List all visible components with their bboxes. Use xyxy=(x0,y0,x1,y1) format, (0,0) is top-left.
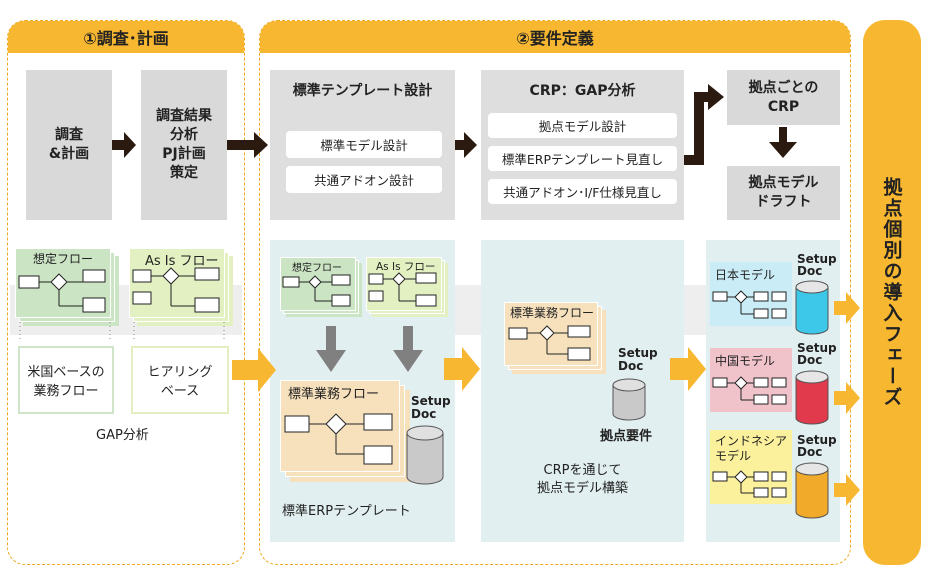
phase2-doc-band-2 xyxy=(684,285,706,335)
template-design-title: 標準テンプレート設計 xyxy=(292,83,433,99)
dotted-connectors xyxy=(19,322,225,342)
crp-gap-title: CRP：GAP分析 xyxy=(529,83,636,99)
arrow-elbow-icon xyxy=(684,84,724,165)
mini-doc-asis-title: As Is フロー xyxy=(376,261,436,273)
flow-mini-icon xyxy=(132,267,220,313)
erp-template-label: 標準ERPテンプレート xyxy=(282,504,411,519)
arrow-right-orange-icon xyxy=(670,347,706,391)
crp-caption: CRPを通じて 拠点モデル構築 xyxy=(536,463,628,496)
site-crp-box: 拠点ごとの CRP xyxy=(727,70,840,125)
model-japan-label: 日本モデル xyxy=(715,268,776,282)
doc-assumed-flow: 想定フロー xyxy=(15,248,119,326)
model-indonesia: インドネシア モデル xyxy=(710,430,792,504)
basis-us-flow: 米国ベースの 業務フロー xyxy=(18,346,114,414)
arrow-right-orange-icon xyxy=(834,292,860,324)
step-result-analysis: 調査結果 分析 PJ計画 策定 xyxy=(141,70,227,220)
arrow-right-orange-icon xyxy=(232,348,276,392)
flow-mini-icon xyxy=(712,290,787,319)
step-survey-plan: 調査 &計画 xyxy=(26,70,112,220)
database-icon xyxy=(612,378,646,421)
arrow-right-orange-icon xyxy=(444,347,480,391)
arrow-right-icon xyxy=(112,132,136,158)
phase2-doc-band xyxy=(455,285,481,335)
phase1-header: ①調査･計画 xyxy=(8,21,244,53)
arrow-down-gray-icon xyxy=(316,326,346,372)
phase2-header: ②要件定義 xyxy=(260,21,850,53)
crp-item-site-model: 拠点モデル設計 xyxy=(488,113,677,138)
flow-mini-icon xyxy=(508,325,591,361)
setup-doc-label-crp: Setup Doc xyxy=(618,346,658,373)
crp-area xyxy=(481,240,684,542)
site-requirements-label: 拠点要件 xyxy=(600,429,653,444)
site-model-draft-box: 拠点モデル ドラフト xyxy=(727,166,840,220)
setup-doc-label-japan: Setup Doc xyxy=(797,252,837,278)
flow-mini-icon xyxy=(282,274,351,307)
database-icon-japan xyxy=(795,280,829,335)
mini-doc-assumed: 想定フロー xyxy=(280,257,362,317)
flow-mini-icon xyxy=(284,413,393,465)
arrow-right-orange-icon xyxy=(834,382,860,414)
std-flow-title: 標準業務フロー xyxy=(288,387,380,402)
database-icon xyxy=(406,425,444,485)
phase3-label: 拠点個別の導入フェーズ xyxy=(880,177,903,408)
flow-mini-icon xyxy=(18,269,106,313)
arrow-down-icon xyxy=(769,127,797,158)
doc-asis-flow: As Is フロー xyxy=(129,248,233,326)
setup-doc-label-template: Setup Doc xyxy=(411,394,451,421)
flow-mini-icon xyxy=(712,470,787,498)
phase3-rollout: 拠点個別の導入フェーズ xyxy=(863,20,921,565)
database-icon-china xyxy=(795,370,829,425)
mini-doc-assumed-title: 想定フロー xyxy=(292,263,342,274)
crp-item-addon-if: 共通アドオン･I/F仕様見直し xyxy=(488,179,677,204)
gap-analysis-label: GAP分析 xyxy=(96,428,149,443)
setup-doc-label-indonesia: Setup Doc xyxy=(797,433,837,459)
model-japan: 日本モデル xyxy=(710,262,792,326)
std-flow-doc: 標準業務フロー xyxy=(280,380,410,482)
mini-doc-asis: As Is フロー xyxy=(366,257,448,317)
arrow-right-icon xyxy=(227,132,268,158)
crp-std-flow-title: 標準業務フロー xyxy=(510,306,595,320)
arrow-down-gray-icon xyxy=(393,326,423,372)
flow-mini-icon xyxy=(368,272,437,307)
model-china-label: 中国モデル xyxy=(715,354,776,368)
template-item-std-model: 標準モデル設計 xyxy=(286,131,442,158)
arrow-right-orange-icon xyxy=(834,474,860,506)
model-indonesia-label: インドネシア モデル xyxy=(715,434,788,463)
crp-item-erp-template: 標準ERPテンプレート見直し xyxy=(488,146,677,171)
database-icon-indonesia xyxy=(795,462,829,519)
template-item-common-addon: 共通アドオン設計 xyxy=(286,166,442,193)
flow-mini-icon xyxy=(712,376,787,405)
doc-asis-title: As Is フロー xyxy=(145,254,219,269)
arrow-right-icon xyxy=(455,132,477,158)
basis-hearing: ヒアリング ベース xyxy=(131,346,229,414)
crp-std-flow-doc: 標準業務フロー xyxy=(504,302,606,374)
doc-assumed-title: 想定フロー xyxy=(33,252,94,266)
setup-doc-label-china: Setup Doc xyxy=(797,341,837,367)
model-china: 中国モデル xyxy=(710,348,792,412)
